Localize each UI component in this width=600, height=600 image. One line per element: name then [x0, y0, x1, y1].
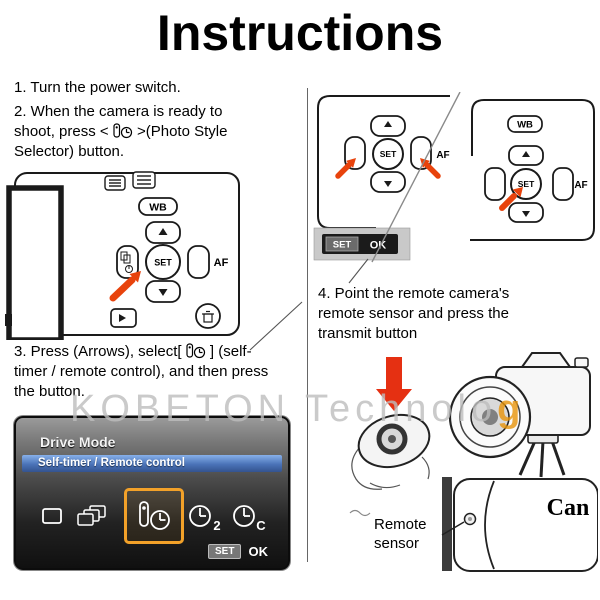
press-set-arrow: [499, 187, 523, 211]
step-2-suffix: >(Photo Style Selector) button.: [14, 123, 228, 160]
self-timer-remote-icon: [113, 123, 132, 139]
camera-grip-closeup: Can: [442, 477, 598, 572]
step-3-text: 3. Press (Arrows), select[ ] (self-timer…: [14, 342, 276, 402]
pentaprism: [520, 352, 572, 368]
lens-edge: [442, 477, 452, 571]
camera-lcd-screen: Drive Mode Self-timer / Remote control: [14, 416, 290, 570]
hand-sketch: [351, 446, 430, 490]
set-label: SET: [380, 149, 397, 159]
diagonal-separator: [371, 92, 461, 263]
drive-mode-glyph: [120, 251, 133, 273]
up-arrow-glyph: [158, 228, 168, 235]
press-right-arrow: [420, 158, 441, 179]
selected-icon-highlight: [124, 488, 184, 544]
top-buttons: [104, 171, 156, 191]
self-timer-remote-icon: [186, 343, 205, 359]
sensor-label-line1: Remote: [374, 516, 427, 533]
page-title: Instructions: [156, 5, 444, 61]
press-down-arrow: [376, 357, 412, 411]
set-key-label: SET: [208, 544, 242, 559]
af-label: AF: [574, 180, 587, 191]
ok-label: OK: [248, 544, 268, 559]
dial-view-before: SET AF SET OK: [313, 95, 450, 261]
step-1-text: 1. Turn the power switch.: [14, 79, 181, 96]
camera-back-illustration-left: WB SET AF: [5, 171, 240, 340]
body-tab: [5, 314, 12, 326]
column-divider: [307, 88, 308, 562]
set-key-label: SET: [333, 240, 352, 251]
step-2-prefix: 2. When the camera is ready to shoot, pr…: [14, 103, 223, 140]
lcd-menu-title: Drive Mode: [40, 434, 116, 450]
playback-button: [110, 308, 137, 328]
press-left-arrow: [335, 158, 356, 179]
remote-control: [357, 414, 431, 468]
lcd-selected-item: Self-timer / Remote control: [22, 455, 282, 472]
brand-text: Can: [547, 495, 590, 521]
four-way-controller: [116, 221, 210, 303]
set-button: SET: [145, 244, 181, 280]
wb-label: WB: [517, 120, 533, 131]
remote-camera-illustration: Can Remote sensor: [349, 352, 598, 572]
step-4-text: 4. Point the remote camera's remote sens…: [318, 285, 510, 342]
self-timer-2s-icon: 2: [186, 502, 226, 537]
set-label: SET: [154, 258, 172, 268]
mode-dial: [574, 357, 589, 368]
remote-sensor-label: Remote sensor: [349, 509, 465, 552]
timer-2-label: 2: [213, 518, 220, 532]
down-arrow-glyph: [158, 289, 168, 296]
camera-back-illustration-right: SET AF SET OK WB: [313, 92, 595, 263]
step-3-prefix: 3. Press (Arrows), select[: [14, 343, 182, 360]
af-label: AF: [436, 150, 449, 161]
set-ok-badge: SET OK: [322, 234, 398, 254]
dial-view-after: WB SET AF: [470, 99, 595, 241]
af-label: AF: [214, 257, 229, 269]
delete-button: [195, 303, 221, 329]
lcd-edge: [6, 185, 64, 340]
single-shot-icon: [38, 502, 66, 535]
step-3-suffix: (self-timer / remote control), and then …: [14, 343, 269, 400]
sensor-label-line2: sensor: [374, 535, 419, 552]
burst-icon: [74, 502, 110, 535]
step-3-bracket: ]: [209, 343, 215, 360]
wb-label: WB: [149, 202, 167, 214]
wb-button: WB: [138, 197, 178, 216]
self-timer-remote-icon: [139, 501, 170, 530]
timer-c-label: C: [256, 518, 266, 532]
lcd-selected-label: Self-timer / Remote control: [38, 457, 185, 469]
set-label: SET: [518, 179, 535, 189]
step-2-text: 2. When the camera is ready to shoot, pr…: [14, 102, 256, 162]
transmit-button: [388, 435, 396, 443]
camera-3q-view: [448, 352, 591, 478]
press-arrow: [109, 271, 141, 302]
lcd-set-ok-badge: SET OK: [208, 544, 268, 559]
self-timer-custom-icon: C: [230, 502, 270, 537]
